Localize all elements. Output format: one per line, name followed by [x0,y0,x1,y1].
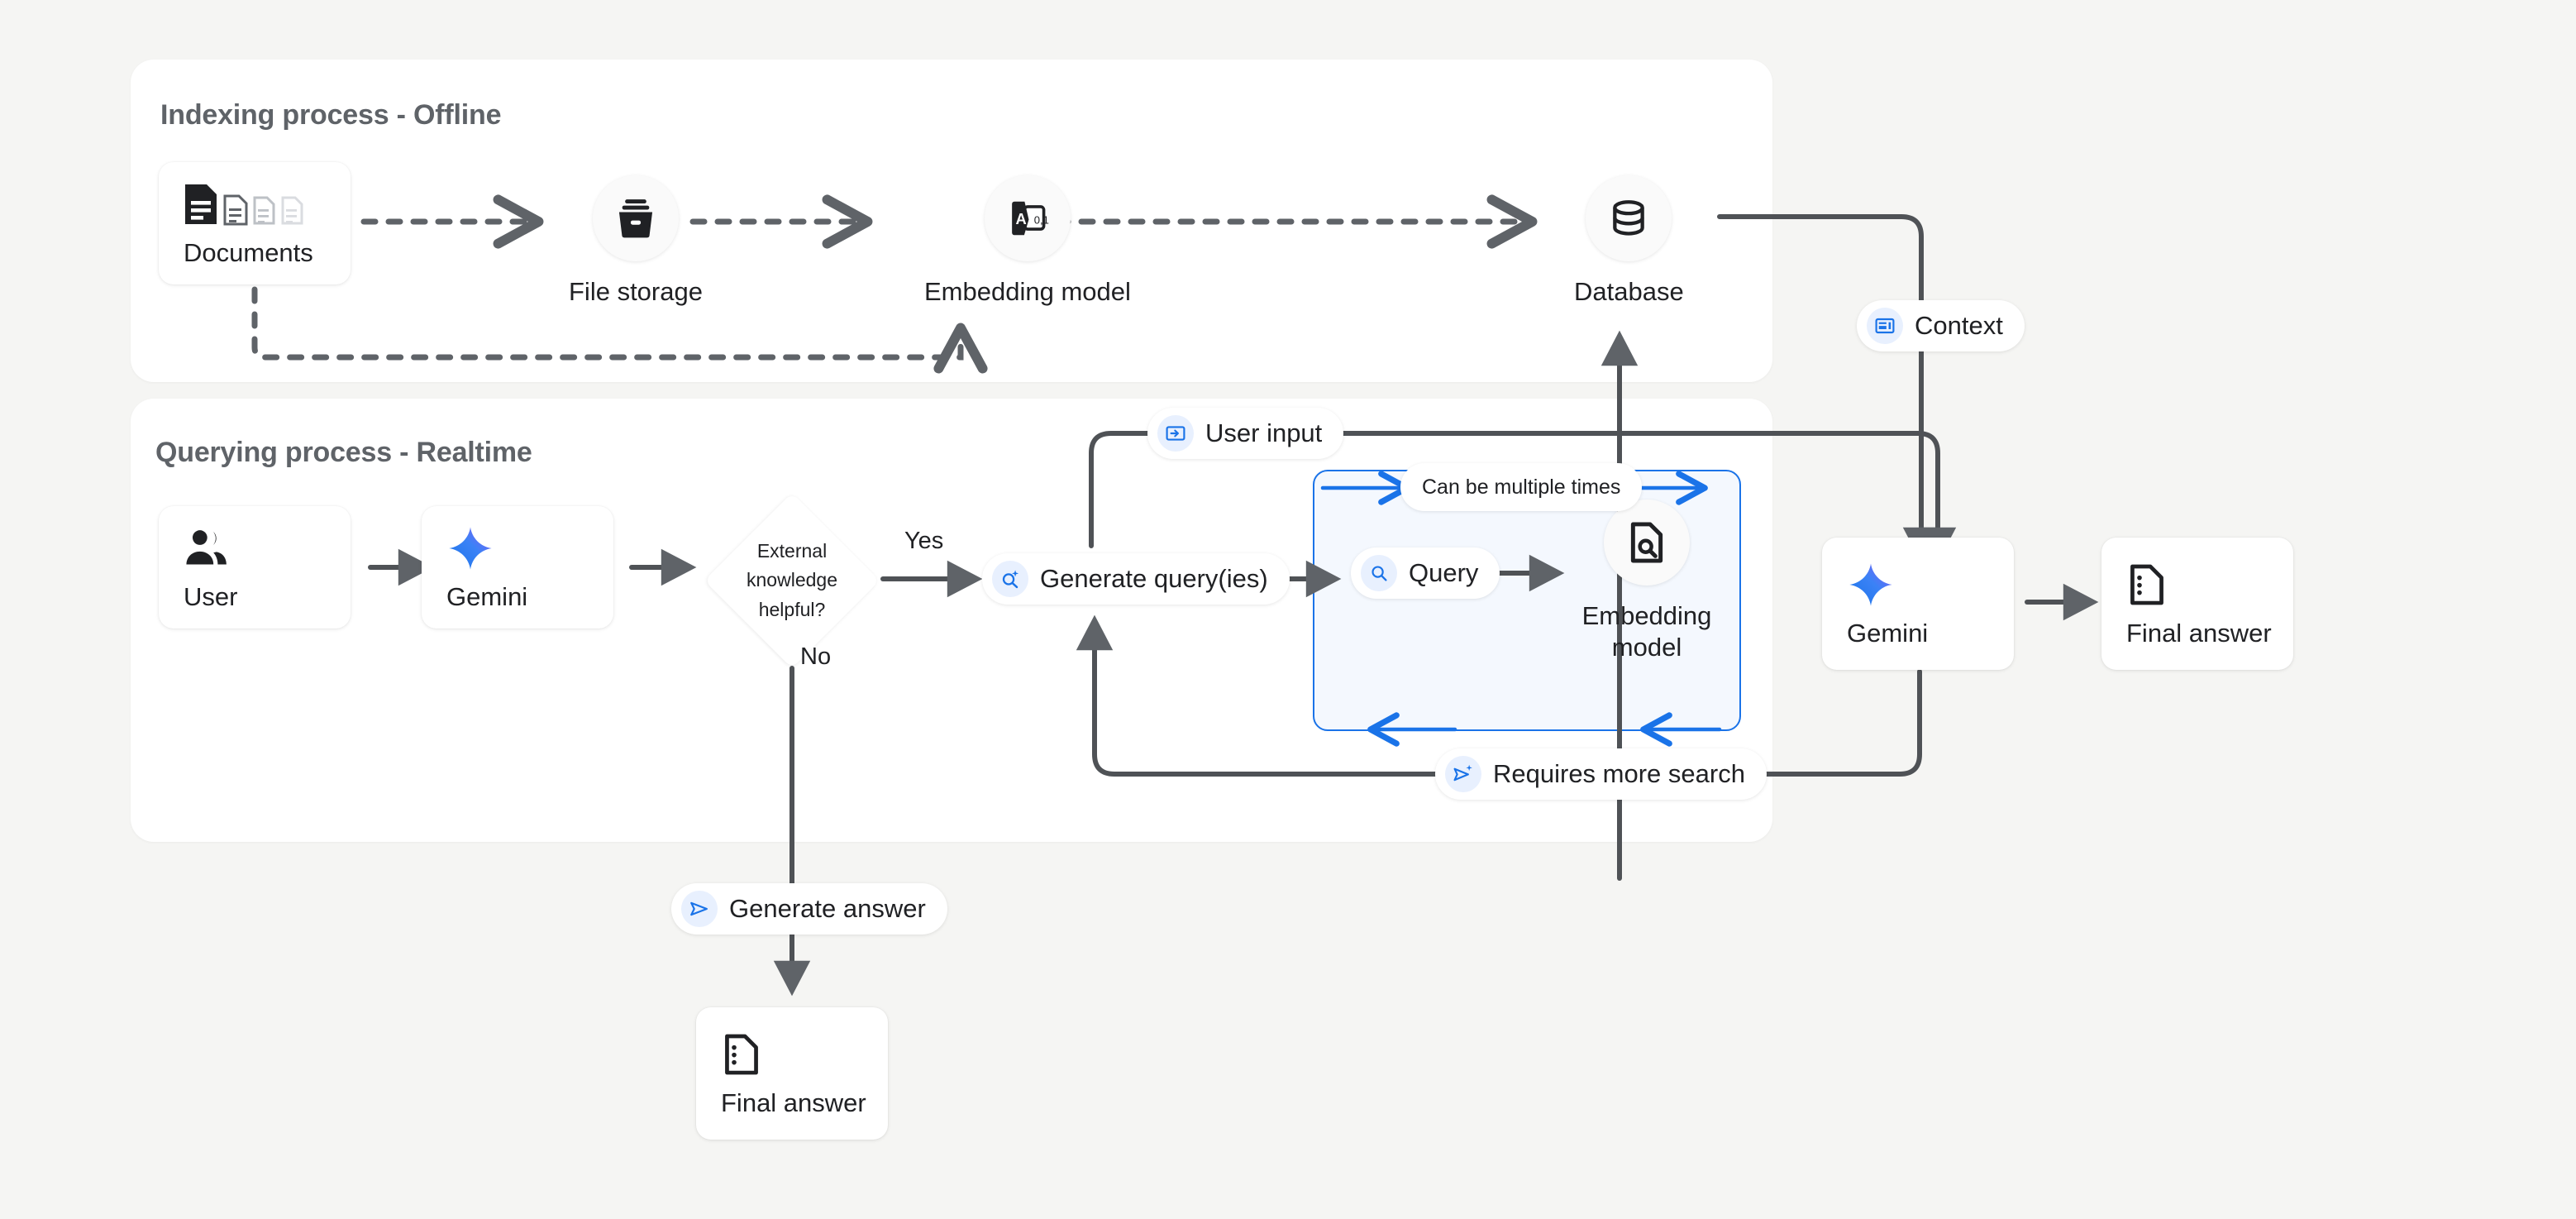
node-database-label: Database [1574,277,1684,306]
chip-requires-more-search-label: Requires more search [1493,759,1745,788]
chip-user-input-label: User input [1205,418,1323,447]
node-embedding-model-loop[interactable]: Embedding model [1577,500,1717,663]
chip-loop-note: Can be multiple times [1400,463,1643,511]
final-answer-icon [2126,559,2293,610]
node-gemini-right-label: Gemini [1847,619,1929,648]
chip-generate-answer[interactable]: Generate answer [671,883,947,935]
node-gemini-right[interactable]: Gemini [1822,538,2014,670]
search-sparkle-icon [992,561,1028,597]
node-documents[interactable]: Documents [159,162,351,284]
node-embedding-model-loop-label: Embedding model [1581,601,1712,662]
doc-search-icon [1604,500,1690,586]
chip-generate-queries[interactable]: Generate query(ies) [982,553,1290,605]
user-icon [184,523,351,574]
chip-query-label: Query [1409,558,1479,587]
node-final-answer-right-label: Final answer [2126,619,2272,648]
decision-text: External knowledge helpful? [704,493,880,668]
panel-title-indexing: Indexing process - Offline [160,99,502,131]
node-final-answer-bottom[interactable]: Final answer [696,1007,888,1140]
panel-title-querying: Querying process - Realtime [155,437,532,468]
svg-text:A: A [1015,210,1026,227]
decision-external-knowledge-helpful[interactable]: External knowledge helpful? [704,492,880,669]
file-storage-icon [592,175,679,261]
send-icon [681,891,718,927]
node-database[interactable]: Database [1574,175,1684,308]
decision-line-1: External [756,539,828,562]
decision-line-2: knowledge [747,569,837,591]
gemini-sparkle-icon [446,523,613,574]
chip-generate-answer-label: Generate answer [729,894,926,923]
node-documents-label: Documents [184,238,313,267]
node-final-answer-bottom-label: Final answer [721,1088,866,1117]
input-box-icon [1157,415,1194,452]
chip-requires-more-search[interactable]: Requires more search [1435,748,1767,800]
node-gemini-left-label: Gemini [446,582,528,611]
node-embedding-model-label: Embedding model [924,277,1131,306]
node-file-storage-label: File storage [569,277,703,306]
node-final-answer-right[interactable]: Final answer [2101,538,2293,670]
chip-loop-note-label: Can be multiple times [1422,475,1621,499]
database-icon [1586,175,1672,261]
decision-line-3: helpful? [758,598,826,620]
node-embedding-model[interactable]: 0,1 A Embedding model [924,175,1131,308]
context-panel-icon [1867,308,1903,344]
search-icon [1361,555,1397,591]
node-user[interactable]: User [159,506,351,629]
final-answer-icon [721,1029,888,1080]
embedding-model-icon: 0,1 A [984,175,1071,261]
edge-label-no: No [800,643,832,670]
node-file-storage[interactable]: File storage [569,175,703,308]
chip-generate-queries-label: Generate query(ies) [1040,564,1268,593]
chip-context[interactable]: Context [1857,300,2025,351]
svg-text:0,1: 0,1 [1034,213,1049,226]
edge-label-yes: Yes [904,528,944,554]
chip-context-label: Context [1915,311,2003,340]
chip-user-input[interactable]: User input [1147,408,1344,459]
gemini-sparkle-icon [1847,559,2014,610]
documents-icon [184,179,351,230]
chip-query[interactable]: Query [1351,547,1500,599]
node-user-label: User [184,582,238,611]
send-sparkle-icon [1445,756,1481,792]
node-gemini-left[interactable]: Gemini [422,506,613,629]
